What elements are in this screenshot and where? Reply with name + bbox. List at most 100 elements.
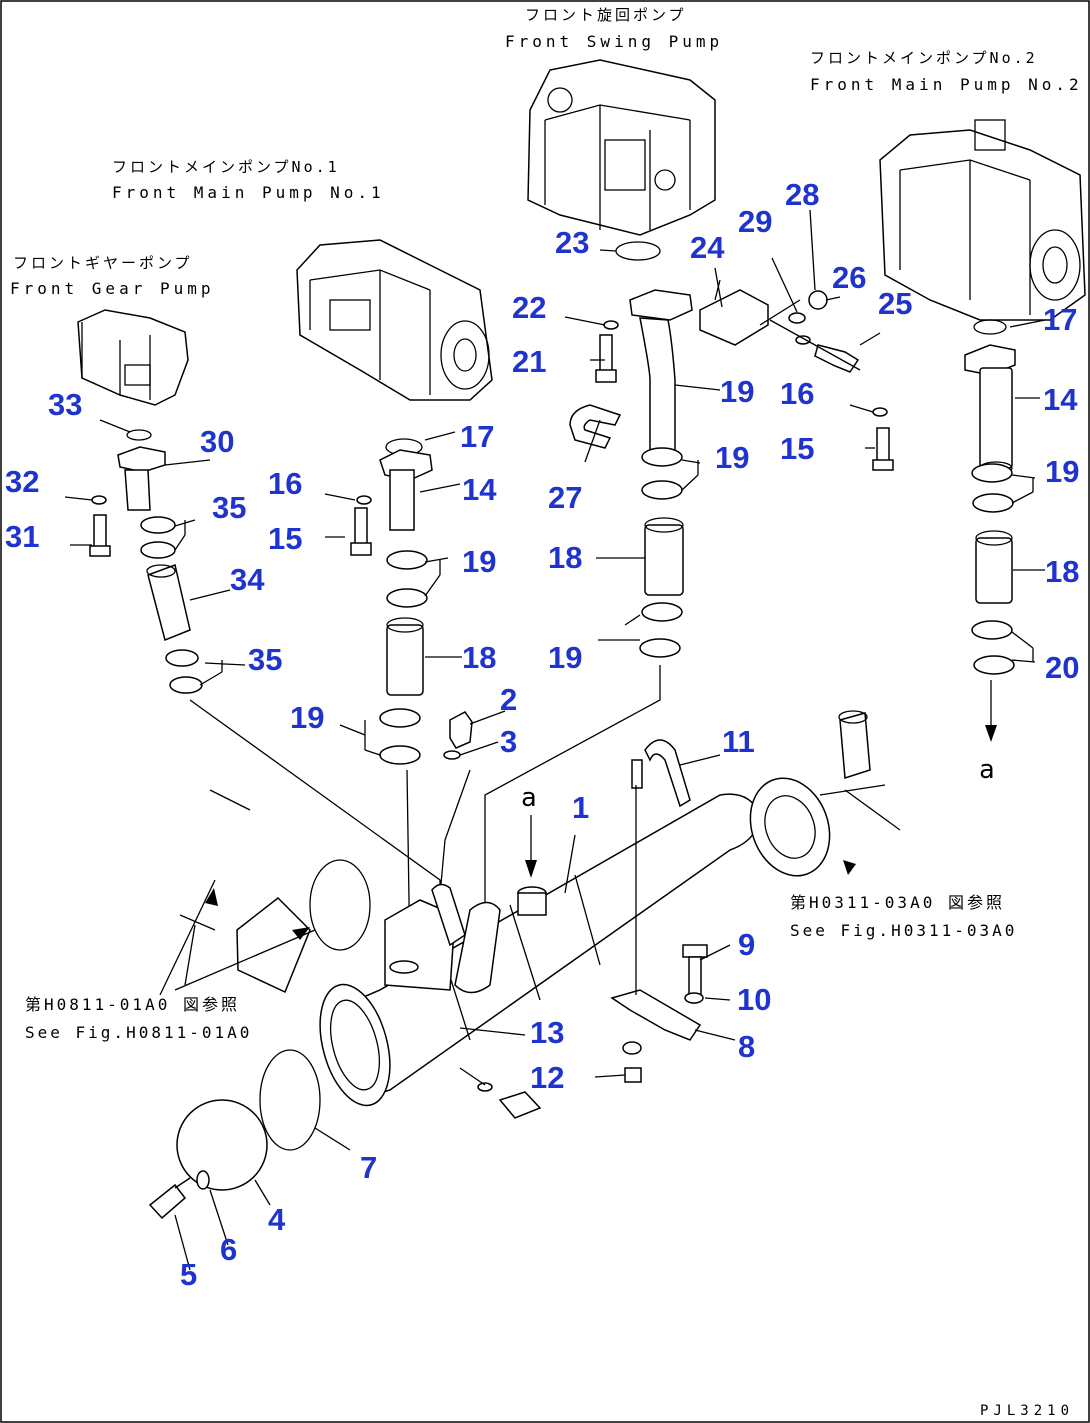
callout-13: 13 — [530, 1015, 564, 1050]
callout-31: 31 — [5, 519, 39, 554]
callout-6: 6 — [220, 1232, 237, 1267]
mark-a-top: a — [521, 783, 540, 813]
drawing-code: PJL3210 — [980, 1403, 1074, 1419]
o-ring-17-right — [973, 319, 1007, 335]
callout-26: 26 — [832, 260, 866, 295]
callout-27: 27 — [548, 480, 582, 515]
elbow-20 — [629, 289, 693, 456]
cover-4 — [176, 1099, 268, 1191]
callout-15-right: 15 — [780, 431, 814, 466]
ref-gasket-left — [309, 859, 371, 951]
callout-3: 3 — [500, 724, 517, 759]
callout-17-left: 17 — [460, 419, 494, 454]
callout-29: 29 — [738, 204, 772, 239]
swing-pump-label-jp: フロント旋回ポンプ — [525, 6, 687, 24]
ref-left-en: See Fig.H0811-01A0 — [25, 1023, 252, 1042]
callout-5: 5 — [180, 1257, 197, 1292]
callout-19-b: 19 — [290, 700, 324, 735]
callout-16-right: 16 — [780, 376, 814, 411]
bolt-15-right — [872, 427, 894, 471]
bolt-15-left — [350, 507, 372, 556]
ref-arrow-left-1 — [205, 888, 218, 906]
callout-34: 34 — [230, 562, 265, 597]
callout-20: 19 — [720, 374, 754, 409]
bolt-21 — [595, 334, 617, 383]
main-pump-1-label-en: Front Main Pump No.1 — [112, 183, 385, 202]
o-ring-33 — [126, 429, 152, 441]
callout-19-e: 19 — [1045, 454, 1079, 489]
callout-19-d: 19 — [548, 640, 582, 675]
callout-19-f: 20 — [1045, 650, 1079, 685]
callout-14-left: 14 — [462, 472, 497, 507]
main-pump-2-label-jp: フロントメインポンプNo.2 — [810, 49, 1038, 67]
bolt-under-tank — [498, 1091, 542, 1119]
callout-18-mid: 18 — [548, 540, 582, 575]
bolt-5-washer-6 — [148, 1170, 210, 1220]
strap-11 — [631, 739, 691, 808]
ref-right-jp: 第H0311-03A0 図参照 — [790, 893, 1005, 912]
washer-16-left — [356, 495, 372, 505]
callout-9: 9 — [738, 927, 755, 962]
main-pump-2-label-en: Front Main Pump No.2 — [810, 75, 1083, 94]
elbow-30 — [117, 446, 166, 511]
callout-4: 4 — [268, 1202, 286, 1237]
washer-16-right — [872, 407, 888, 417]
callout-8: 8 — [738, 1029, 755, 1064]
swing-pump-label-en: Front Swing Pump — [505, 32, 723, 51]
gear-pump-drawing — [77, 309, 189, 406]
callout-15-left: 15 — [268, 521, 302, 556]
main-tank-1 — [319, 793, 761, 1107]
ref-arrow-right — [843, 860, 856, 875]
callout-19-a: 19 — [462, 544, 496, 579]
bracket-8 — [610, 989, 702, 1041]
arrow-a-bottom-head — [985, 725, 997, 742]
callout-18-right: 18 — [1045, 554, 1079, 589]
main-pump-2-drawing — [879, 119, 1086, 321]
fittings-25-29 — [759, 290, 861, 373]
plug-2 — [449, 711, 473, 749]
ref-right-en: See Fig.H0311-03A0 — [790, 921, 1017, 940]
callout-35-bottom: 35 — [248, 642, 282, 677]
callout-33: 33 — [48, 387, 82, 422]
main-pump-1-drawing — [296, 239, 493, 401]
tube-14-right — [964, 344, 1016, 475]
routing-lines — [189, 665, 661, 966]
callout-24: 24 — [690, 230, 725, 265]
bracket-24 — [699, 279, 769, 346]
gear-pump-label-en: Front Gear Pump — [10, 279, 215, 298]
callout-10: 10 — [737, 982, 771, 1017]
washer-under-tank — [477, 1082, 493, 1092]
callout-7: 7 — [360, 1150, 377, 1185]
tube-14-left — [379, 449, 433, 531]
callout-35-top: 35 — [212, 490, 246, 525]
leader-under-tank — [459, 1067, 486, 1086]
gasket-7 — [259, 1049, 321, 1151]
callout-14-right: 14 — [1043, 382, 1078, 417]
seal-3 — [443, 750, 461, 760]
callout-30: 30 — [200, 424, 234, 459]
nut-13 — [622, 1041, 642, 1055]
callout-23: 23 — [555, 225, 589, 260]
ref-left-jp: 第H0811-01A0 図参照 — [25, 995, 240, 1014]
ref-coupling-right — [749, 710, 901, 877]
ref-leaders-left — [159, 789, 316, 996]
gear-pump-label-jp: フロントギヤーポンプ — [13, 254, 193, 272]
callout-21: 21 — [512, 344, 546, 379]
callout-22: 22 — [512, 290, 546, 325]
ref-arrow-left-2 — [292, 927, 310, 940]
main-pump-1-label-jp: フロントメインポンプNo.1 — [112, 158, 340, 176]
clamps-19-35 — [140, 447, 1015, 765]
bolt-31 — [89, 514, 111, 557]
bolt-9 — [682, 944, 708, 996]
washer-10 — [684, 992, 704, 1004]
hoses-18-34 — [146, 517, 1013, 696]
callout-11: 11 — [722, 724, 755, 759]
callout-16-left: 16 — [268, 466, 302, 501]
washer-32 — [91, 495, 107, 505]
nut-12 — [624, 1067, 642, 1083]
mark-a-bottom: a — [979, 755, 998, 785]
washer-22 — [603, 320, 619, 330]
clip-27 — [569, 404, 622, 449]
swing-pump-drawing — [527, 59, 716, 236]
